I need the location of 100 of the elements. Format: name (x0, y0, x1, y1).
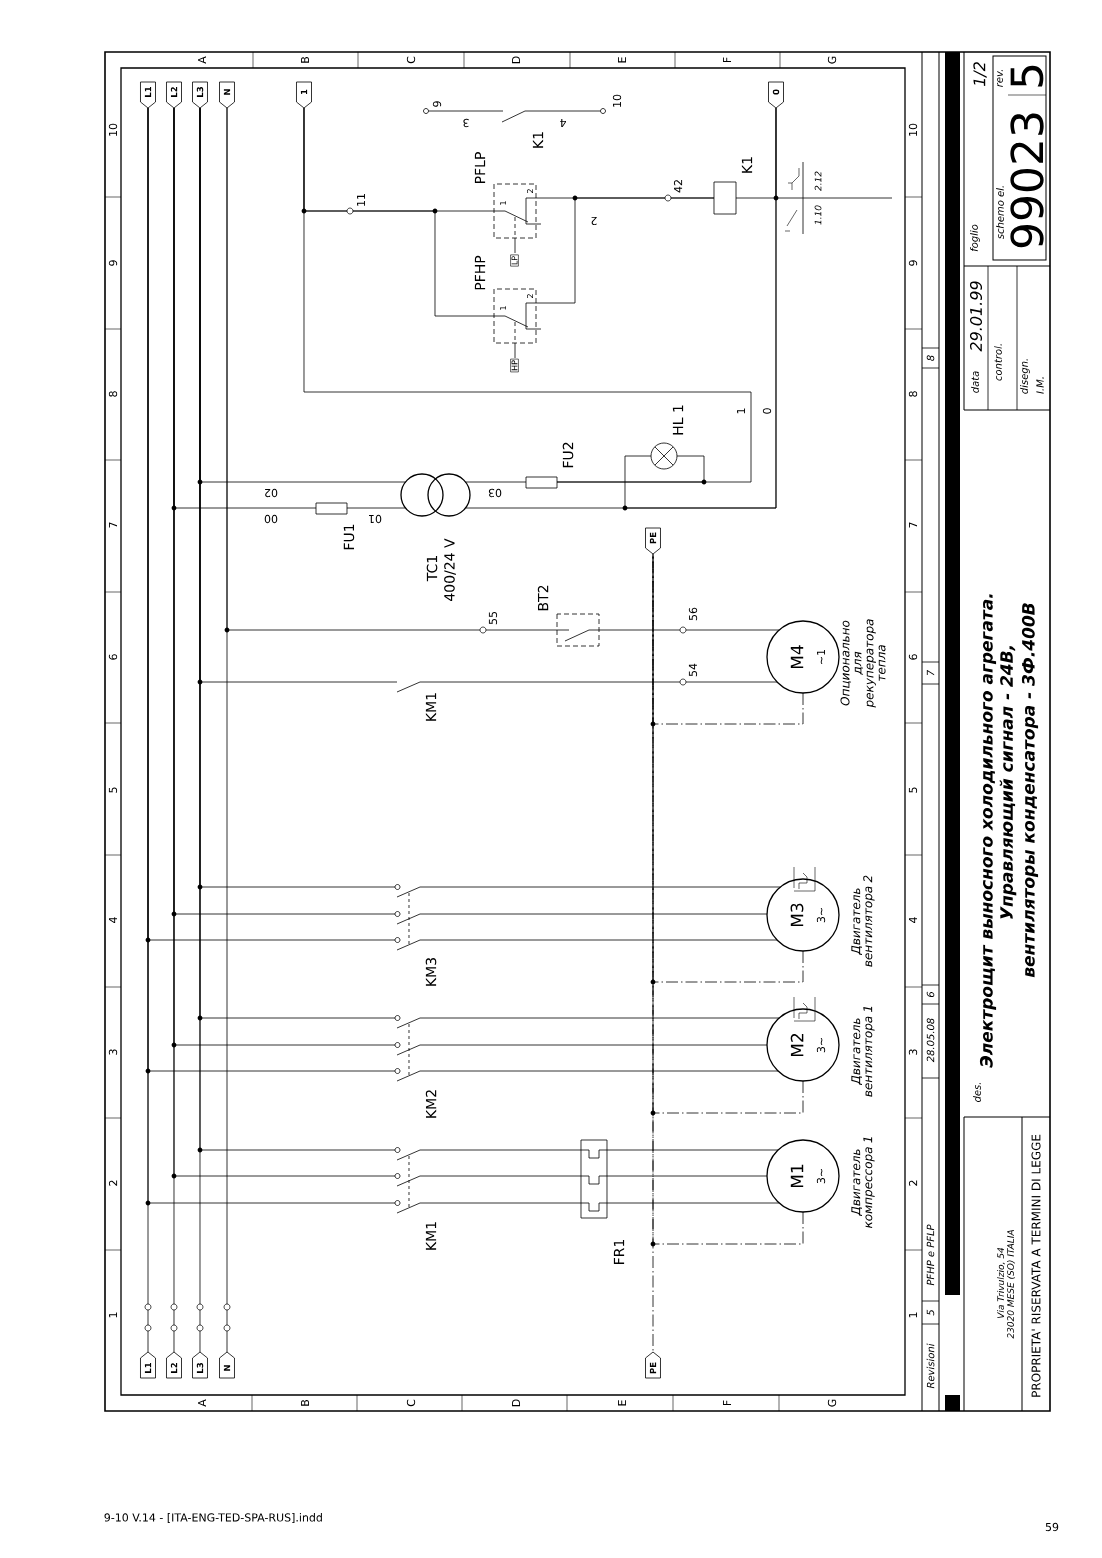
grid-reference: 10 (108, 123, 118, 136)
field-label: des. (973, 1082, 981, 1102)
grid-reference: G (827, 1399, 837, 1407)
grid-reference: C (406, 1399, 416, 1407)
wire (420, 939, 778, 941)
grid-reference: 5 (908, 787, 918, 793)
grid-reference: D (512, 1399, 520, 1407)
field-label: disegn. (1020, 359, 1030, 394)
terminal-tag: 1 (296, 81, 312, 109)
component-label: KM2 (425, 1090, 437, 1118)
wire (420, 1070, 779, 1072)
wire (346, 507, 406, 509)
notice-text: PROPRIETA' RISERVATA A TERMINI DI LEGGE (1031, 1134, 1041, 1397)
pin-number: 3 (463, 118, 469, 128)
wire (735, 107, 777, 199)
component-label: K1 (741, 157, 753, 173)
revision-entry: Revisioni (926, 1343, 935, 1389)
wire (535, 197, 715, 304)
wire (420, 1044, 768, 1046)
grid-reference: B (301, 57, 309, 63)
field-label: foglio (970, 224, 980, 252)
grid-reference: A (198, 1399, 206, 1407)
grid-reference: 4 (909, 917, 917, 923)
component-label: TC1 (426, 556, 438, 582)
field-label: schemo el. (996, 186, 1004, 240)
grid-reference: 4 (109, 917, 117, 923)
wire-number: 2 (589, 216, 599, 226)
revision-entry: PFHP e PFLP (926, 1224, 935, 1286)
sheet-number: 1/2 (973, 62, 987, 87)
address-text: 23020 MESE (SO) ITALIA (1007, 1230, 1015, 1339)
grid-reference: 8 (108, 391, 118, 397)
component-label: FR1 (613, 1239, 625, 1264)
terminal-tag: PE (645, 527, 661, 555)
terminal-tag: L2 (166, 1351, 182, 1379)
pin-number: 400/24 V (444, 538, 456, 601)
cross-reference: 1.10 (814, 205, 822, 225)
terminal-number: 9 (432, 101, 442, 107)
component-label: FU1 (343, 524, 355, 550)
grid-reference: 6 (108, 654, 118, 660)
grid-reference: 6 (908, 654, 918, 660)
wire (465, 481, 527, 483)
field-value: 29.01.99 (969, 281, 983, 352)
grid-reference: 2 (108, 1180, 118, 1186)
grid-reference: 7 (909, 522, 917, 528)
motor-caption: Двигатель компрессора 1 (851, 1137, 875, 1229)
wire (420, 913, 768, 915)
terminal-tag: L1 (140, 81, 156, 109)
motor-caption: Двигатель вентилятора 1 (851, 1006, 875, 1097)
terminal-tag: L3 (192, 81, 208, 109)
pin-number: ~1 (817, 649, 825, 664)
component-label: BT2 (537, 585, 549, 611)
component-label: M1 (790, 1164, 804, 1188)
component-label: PFLP (474, 152, 486, 183)
grid-reference: E (618, 57, 626, 63)
page-number: 59 (1045, 1522, 1059, 1532)
grid-reference: 9 (108, 260, 118, 266)
wire (420, 1017, 780, 1019)
component-label: KM1 (425, 693, 437, 721)
wire-number: 56 (688, 606, 698, 622)
wire-number: 0 (762, 406, 772, 416)
motor-caption: Опционально для рекуператора тепла (840, 619, 886, 708)
field-label: rev. (997, 70, 1003, 87)
revision-entry: 28.05.08 (926, 1018, 935, 1063)
terminal-tag: N (219, 1351, 235, 1379)
grid-reference: G (827, 56, 837, 64)
grid-reference: F (723, 1400, 731, 1406)
wire-number: 1 (736, 406, 746, 416)
cross-reference: 2.12 (814, 171, 822, 191)
wire (606, 1202, 780, 1204)
grid-reference: 3 (108, 1049, 118, 1055)
grid-reference: 3 (908, 1049, 918, 1055)
wire (606, 1149, 779, 1151)
terminal-tag: L1 (140, 1351, 156, 1379)
wire-number: 02 (263, 488, 279, 498)
wire (420, 1175, 582, 1177)
wire-number: 03 (487, 488, 503, 498)
terminal-tag: L3 (192, 1351, 208, 1379)
terminal-number: 10 (612, 94, 622, 107)
component-label: FU2 (562, 442, 574, 468)
wire (652, 553, 804, 1245)
field-label: control. (994, 344, 1002, 381)
pin-number: 3~ (816, 1169, 826, 1184)
drawing-number: 99023 (1010, 113, 1044, 248)
footer-text: 9-10 V.14 - [ITA-ENG-TED-SPA-RUS].indd (104, 1513, 322, 1523)
wire (606, 1175, 768, 1177)
field-value: I.M. (1036, 377, 1044, 394)
sensor-box: LP (510, 254, 519, 267)
wire (303, 107, 495, 317)
wire-number: 55 (488, 610, 498, 626)
grid-reference: 1 (109, 1312, 117, 1318)
revision-entry: 8 (926, 355, 935, 361)
terminal-tag: L2 (166, 81, 182, 109)
wire (226, 107, 558, 631)
wire (420, 886, 781, 888)
grid-reference: 10 (908, 123, 918, 136)
title-text: Электрощит выносного холодильного агрегата. (979, 594, 997, 1068)
grid-reference: C (406, 56, 416, 64)
revision-entry: 5 (926, 1309, 935, 1316)
component-label: KM1 (425, 1222, 437, 1250)
grid-reference: D (512, 56, 520, 64)
